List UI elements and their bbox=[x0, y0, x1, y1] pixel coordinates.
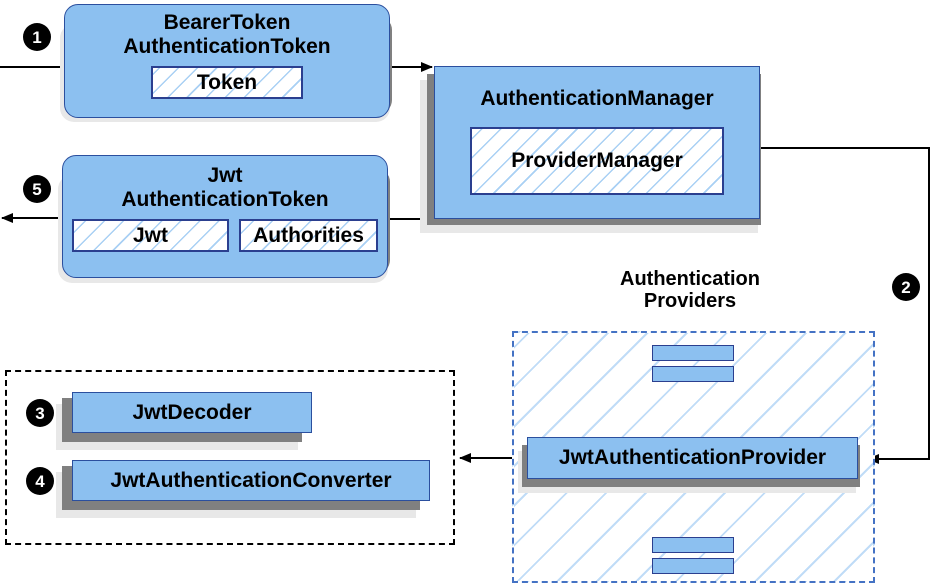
authentication-providers-label-line2: Providers bbox=[643, 290, 737, 313]
token-slot: Token bbox=[151, 66, 303, 100]
jwt-token-slot-row: Jwt Authorities bbox=[72, 219, 378, 253]
authentication-providers-label-line1: Authentication bbox=[620, 268, 760, 290]
provider-placeholder-bar-top-1 bbox=[652, 345, 734, 361]
step-bullet-1-label: 1 bbox=[32, 27, 42, 47]
jwt-slot: Jwt bbox=[72, 219, 229, 253]
token-label: Token bbox=[196, 70, 258, 94]
step-bullet-5-label: 5 bbox=[32, 179, 42, 199]
step-bullet-3: 3 bbox=[27, 400, 53, 426]
step-bullet-4-label: 4 bbox=[35, 471, 45, 491]
step-bullet-3-label: 3 bbox=[35, 403, 45, 423]
jwt-authentication-token-title: Jwt AuthenticationToken bbox=[63, 164, 387, 211]
step-bullet-5: 5 bbox=[24, 176, 50, 202]
step-bullet-2-label: 2 bbox=[901, 277, 911, 297]
jwt-label: Jwt bbox=[132, 223, 168, 247]
provider-placeholder-bar-top-2 bbox=[652, 366, 734, 382]
step-bullet-1: 1 bbox=[24, 24, 50, 50]
bearer-token-authentication-token-title: BearerToken AuthenticationToken bbox=[65, 11, 389, 58]
authorities-slot: Authorities bbox=[239, 219, 378, 253]
jwt-authentication-provider-node[interactable]: JwtAuthenticationProvider bbox=[527, 437, 858, 479]
jwt-decoder-node[interactable]: JwtDecoder bbox=[72, 392, 312, 433]
authentication-providers-label: Authentication Providers bbox=[512, 268, 868, 313]
provider-placeholder-bar-bottom-2 bbox=[652, 558, 734, 574]
jwt-support-group bbox=[5, 370, 455, 545]
jwt-authentication-token-title-line1: Jwt bbox=[207, 164, 243, 187]
authentication-manager-node[interactable]: AuthenticationManager ProviderManager bbox=[434, 66, 760, 219]
authentication-manager-title: AuthenticationManager bbox=[480, 87, 714, 110]
jwt-decoder-title: JwtDecoder bbox=[132, 400, 252, 424]
provider-placeholder-bar-bottom-1 bbox=[652, 537, 734, 553]
jwt-authentication-converter-node[interactable]: JwtAuthenticationConverter bbox=[72, 460, 430, 501]
authorities-label: Authorities bbox=[253, 223, 364, 247]
provider-manager-label: ProviderManager bbox=[511, 148, 683, 172]
step-bullet-2: 2 bbox=[893, 274, 919, 300]
jwt-authentication-token-title-line2: AuthenticationToken bbox=[121, 187, 329, 211]
jwt-authentication-token-node[interactable]: Jwt AuthenticationToken Jwt Authorities bbox=[62, 155, 388, 278]
step-bullet-4: 4 bbox=[27, 468, 53, 494]
bearer-token-title-line1: BearerToken bbox=[163, 11, 291, 34]
bearer-token-authentication-token-node[interactable]: BearerToken AuthenticationToken Token bbox=[64, 4, 390, 118]
bearer-token-title-line2: AuthenticationToken bbox=[123, 34, 331, 58]
jwt-authentication-provider-title: JwtAuthenticationProvider bbox=[558, 446, 827, 470]
provider-manager-slot: ProviderManager bbox=[470, 126, 724, 195]
jwt-authentication-converter-title: JwtAuthenticationConverter bbox=[110, 468, 392, 492]
